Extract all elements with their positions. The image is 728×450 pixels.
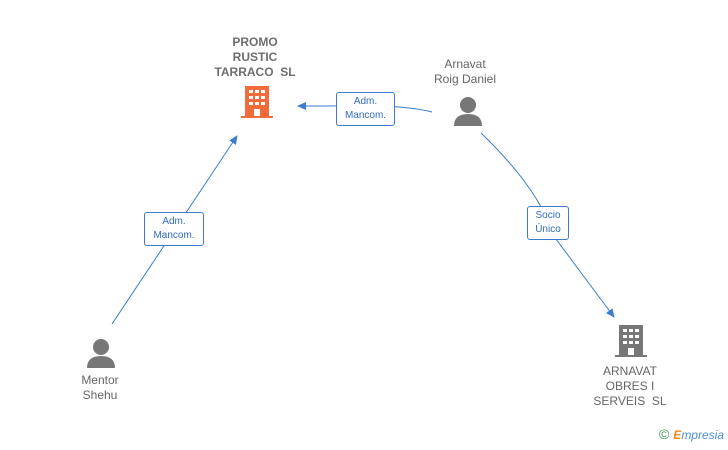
- brand-name: mpresia: [681, 428, 724, 442]
- label-line: RUSTIC: [232, 50, 278, 64]
- edge-label-line: Único: [535, 224, 561, 235]
- person-icon[interactable]: [454, 97, 482, 126]
- company-label-promo-rustic-tarraco[interactable]: PROMO RUSTIC TARRACO SL: [200, 35, 310, 80]
- edge-label-adm-mancom-arnavat[interactable]: Adm. Mancom.: [336, 92, 395, 126]
- label-line: Arnavat: [444, 57, 486, 71]
- edge-label-line: Socio: [535, 210, 561, 221]
- person-label-mentor-shehu[interactable]: Mentor Shehu: [60, 373, 140, 403]
- person-icon[interactable]: [87, 339, 115, 368]
- label-line: Mentor: [81, 373, 119, 387]
- label-line: SERVEIS SL: [593, 394, 667, 408]
- edge-label-line: Adm.: [353, 96, 378, 107]
- building-icon[interactable]: [241, 86, 273, 118]
- edge-label-line: Adm.: [162, 216, 186, 227]
- label-line: Shehu: [82, 388, 118, 402]
- brand-initial: E: [673, 428, 682, 442]
- label-line: Roig Daniel: [433, 72, 497, 86]
- copyright-symbol: ©: [658, 426, 670, 442]
- edge-label-socio-unico[interactable]: Socio Único: [527, 206, 569, 240]
- person-label-arnavat-roig-daniel[interactable]: Arnavat Roig Daniel: [415, 57, 515, 87]
- company-label-arnavat-obres-i-serveis[interactable]: ARNAVAT OBRES I SERVEIS SL: [580, 364, 680, 409]
- label-line: ARNAVAT: [602, 364, 657, 378]
- edge-label-line: Mancom.: [153, 230, 195, 241]
- edge-label-line: Mancom.: [344, 110, 387, 121]
- label-line: TARRACO SL: [214, 65, 296, 79]
- edge-label-adm-mancom-mentor[interactable]: Adm. Mancom.: [144, 212, 204, 246]
- building-icon[interactable]: [615, 325, 647, 357]
- label-line: OBRES I: [605, 379, 655, 393]
- empresia-watermark: ©Empresia: [659, 426, 724, 442]
- label-line: PROMO: [232, 35, 278, 49]
